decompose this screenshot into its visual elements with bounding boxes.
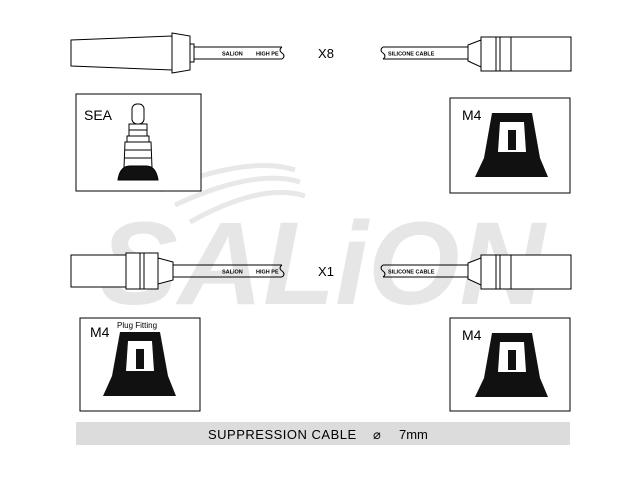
bottom-left-m4-terminal-icon [103,332,176,396]
bottom-right-m4-terminal-icon [475,333,548,397]
top-right-boot-neck [467,39,482,68]
bottom-right-m4-panel: M4 [449,317,571,412]
plug-fitting-caption: Plug Fitting [117,321,157,330]
sea-fitting-label: SEA [84,107,113,123]
top-left-boot-collar [171,32,191,74]
sea-terminal-icon [117,103,159,181]
sea-fitting-panel: SEA [75,93,202,192]
bottom-quantity-label: X1 [318,264,334,279]
bottom-cable-print-spec: HIGH PE [256,270,279,276]
footer-text: SUPPRESSION CABLE [208,427,357,442]
top-right-m4-label: M4 [462,107,482,123]
top-left-boot [70,35,173,71]
bottom-cable-print-right: SILICONE CABLE [388,270,435,276]
top-right-m4-panel: M4 [449,97,571,194]
top-right-boot-body [510,36,572,72]
bottom-cable-print-brand: SALiON [222,270,243,276]
bottom-cable-assembly [70,252,572,290]
bottom-left-m4-label: M4 [90,324,110,340]
diameter-symbol: ⌀ [373,427,381,442]
bottom-left-boot-neck [157,257,174,285]
suppression-cable-footer: SUPPRESSION CABLE ⌀ 7mm [76,422,570,445]
bottom-left-boot-body [70,254,127,288]
top-cable-print-spec: HIGH PE [256,52,279,58]
diameter-value: 7mm [399,427,428,442]
top-cable-assembly [70,32,572,74]
top-right-m4-terminal-icon [475,113,548,177]
top-cable-print-brand: SALiON [222,52,243,58]
bottom-right-m4-label: M4 [462,327,482,343]
top-left-boot-neck [189,43,195,63]
bottom-left-m4-panel: M4 Plug Fitting [79,317,201,412]
footer-bar [76,422,570,445]
top-quantity-label: X8 [318,46,334,61]
top-cable-print-right: SILICONE CABLE [388,52,435,58]
bottom-left-boot-sleeve [125,252,159,290]
